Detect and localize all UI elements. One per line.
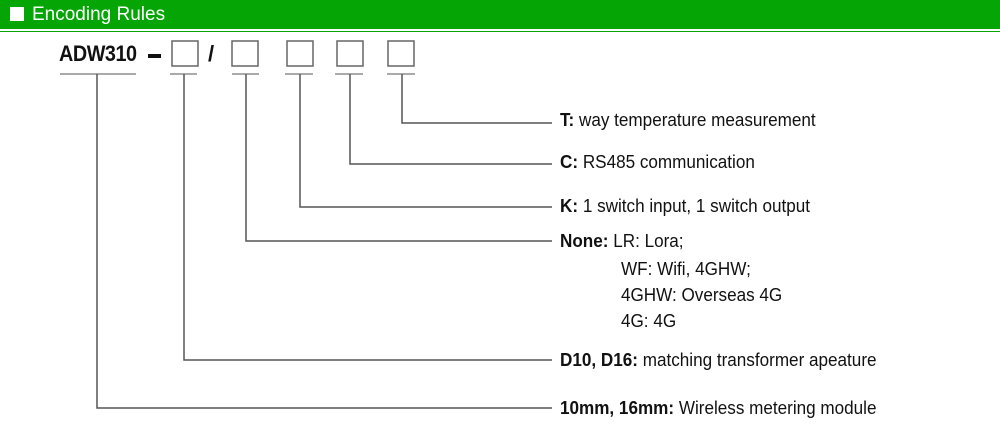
rule-D: D10, D16: matching transformer apeature — [560, 350, 877, 370]
model-prefix: ADW310 — [59, 41, 137, 66]
code-box-4 — [336, 40, 364, 67]
code-box-3 — [286, 40, 314, 67]
code-box-5 — [387, 40, 415, 67]
leader-T — [401, 74, 552, 124]
header-divider — [0, 31, 1000, 32]
leader-mm — [96, 74, 552, 409]
rule-C: C: RS485 communication — [560, 152, 755, 172]
section-header: Encoding Rules — [0, 0, 1000, 29]
leader-K — [299, 74, 552, 208]
rule-None: None: LR: Lora; — [560, 231, 684, 251]
rule-mm: 10mm, 16mm: Wireless metering module — [560, 398, 877, 418]
leader-None — [245, 74, 552, 242]
code-box-1 — [171, 40, 199, 67]
rule-None-4g: 4G: 4G — [621, 311, 677, 331]
rule-None-4ghw: 4GHW: Overseas 4G — [621, 285, 783, 305]
rule-K: K: 1 switch input, 1 switch output — [560, 196, 810, 216]
rule-T: T: way temperature measurement — [560, 110, 816, 130]
square-icon — [10, 7, 24, 21]
leader-D — [183, 74, 552, 361]
code-box-2 — [231, 40, 259, 67]
model-separator: / — [208, 41, 215, 66]
leader-C — [349, 74, 552, 165]
section-title: Encoding Rules — [32, 4, 166, 25]
rule-None-wf: WF: Wifi, 4GHW; — [621, 259, 751, 279]
